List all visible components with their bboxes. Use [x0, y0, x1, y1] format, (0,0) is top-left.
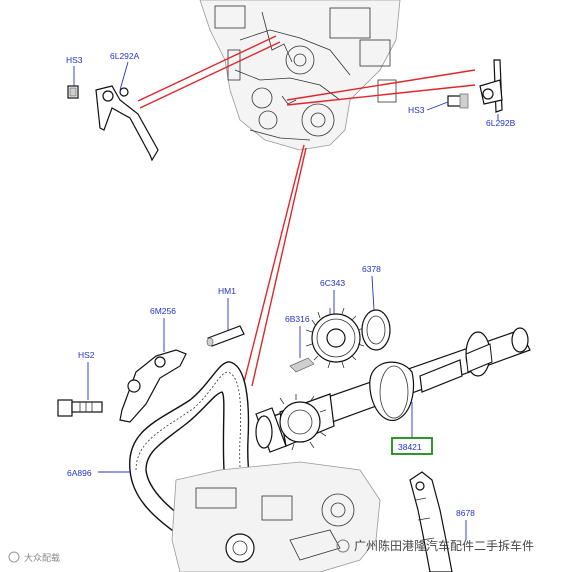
callout-6m256: 6M256 — [150, 306, 176, 352]
callout-8678: 8678 — [456, 508, 475, 540]
callout-hs3-left: HS3 — [66, 55, 83, 86]
label-6l292a: 6L292A — [110, 51, 140, 61]
callout-6378: 6378 — [362, 264, 381, 311]
engine-block-illustration — [199, 0, 401, 151]
watermark-right: 广州陈田港隆汽车配件二手拆车件 — [336, 538, 534, 553]
timing-tool-6l292a — [95, 85, 159, 162]
bolt-hs2 — [57, 399, 103, 417]
callout-6b316: 6B316 — [285, 314, 310, 358]
label-hs3-left: HS3 — [66, 55, 83, 65]
label-hm1: HM1 — [218, 286, 236, 296]
label-6l292b: 6L292B — [486, 118, 516, 128]
label-6b316: 6B316 — [285, 314, 310, 324]
callout-hm1: HM1 — [218, 286, 236, 330]
callout-38421: 38421 — [391, 402, 433, 455]
key-6b316 — [289, 357, 315, 373]
label-6m256: 6M256 — [150, 306, 176, 316]
callout-6l292a: 6L292A — [110, 51, 140, 91]
label-8678: 8678 — [456, 508, 475, 518]
bolt-hs3-left — [67, 85, 79, 99]
label-6c343: 6C343 — [320, 278, 345, 288]
watermark-left-text: 大众配载 — [24, 552, 60, 564]
indicator-lines — [137, 35, 476, 387]
chain-tensioner-guide — [119, 349, 187, 423]
label-6a896: 6A896 — [67, 468, 92, 478]
sprocket-6c343 — [305, 307, 365, 369]
watermark-left: 大众配载 — [8, 551, 60, 564]
chain-guide-8678 — [409, 471, 453, 572]
callout-6a896: 6A896 — [67, 468, 130, 478]
callout-6l292b: 6L292B — [486, 114, 516, 128]
timing-tool-6l292b — [479, 59, 503, 113]
lower-engine-illustration — [171, 461, 381, 572]
label-6378: 6378 — [362, 264, 381, 274]
callout-6c343: 6C343 — [320, 278, 345, 314]
bolt-hs3-right — [447, 93, 469, 109]
label-hs2: HS2 — [78, 350, 95, 360]
highlight-box-38421 — [391, 437, 433, 455]
label-38421: 38421 — [398, 442, 422, 452]
label-hs3-right: HS3 — [408, 105, 425, 115]
callout-hs3-right: HS3 — [408, 101, 449, 115]
pin-hm1 — [206, 325, 245, 347]
snap-ring-6378 — [361, 309, 391, 351]
watermark-right-text: 广州陈田港隆汽车配件二手拆车件 — [354, 538, 534, 553]
callout-hs2: HS2 — [78, 350, 95, 400]
camshaft-38421 — [255, 327, 531, 453]
